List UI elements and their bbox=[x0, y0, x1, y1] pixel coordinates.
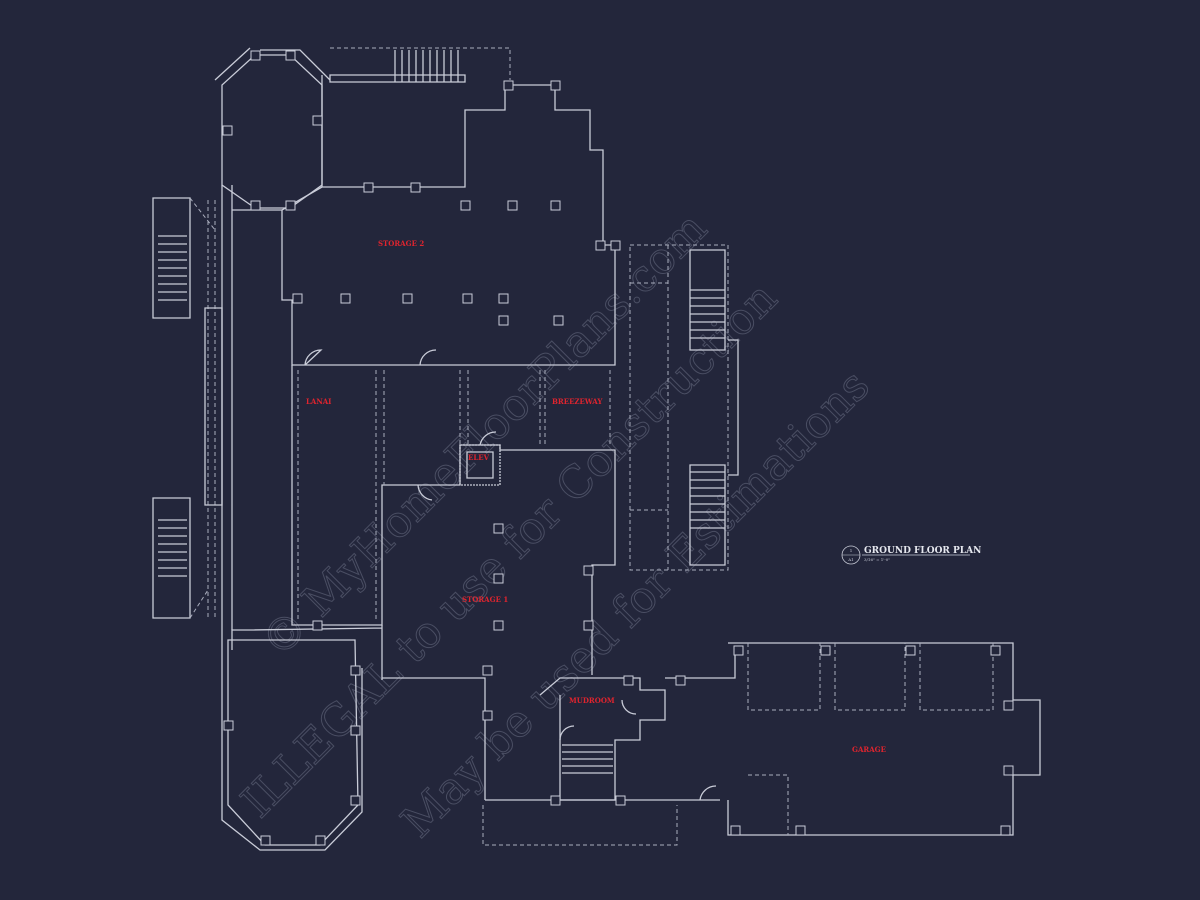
column bbox=[595, 240, 606, 251]
column bbox=[312, 115, 323, 126]
room-label-elev: ELEV bbox=[468, 453, 490, 462]
column bbox=[462, 293, 473, 304]
column bbox=[223, 720, 234, 731]
column bbox=[503, 80, 514, 91]
column bbox=[493, 573, 504, 584]
column bbox=[905, 645, 916, 656]
column bbox=[550, 80, 561, 91]
column bbox=[350, 665, 361, 676]
room-label-mudroom: MUDROOM bbox=[569, 696, 615, 705]
watermark: © MyHomeFloorPlans.com ILLEGAL to use fo… bbox=[231, 202, 880, 848]
column bbox=[583, 565, 594, 576]
column bbox=[222, 125, 233, 136]
title-block: 1 A1 GROUND FLOOR PLAN 3/16" = 1'-0" bbox=[841, 545, 981, 565]
column bbox=[312, 620, 323, 631]
column bbox=[285, 50, 296, 61]
column bbox=[675, 675, 686, 686]
column bbox=[285, 200, 296, 211]
room-label-storage-2: STORAGE 2 bbox=[378, 239, 424, 248]
column bbox=[1003, 765, 1014, 776]
column bbox=[482, 665, 493, 676]
column bbox=[498, 293, 509, 304]
column bbox=[402, 293, 413, 304]
column bbox=[550, 795, 561, 806]
room-label-garage: GARAGE bbox=[852, 745, 886, 754]
drawing-scale: 3/16" = 1'-0" bbox=[864, 557, 890, 562]
column bbox=[730, 825, 741, 836]
column bbox=[250, 50, 261, 61]
column bbox=[623, 675, 634, 686]
column bbox=[260, 835, 271, 846]
room-labels: STORAGE 2 LANAI BREEZEWAY ELEV STORAGE 1… bbox=[306, 239, 886, 754]
column bbox=[460, 200, 471, 211]
column bbox=[493, 523, 504, 534]
column bbox=[498, 315, 509, 326]
column bbox=[340, 293, 351, 304]
column bbox=[820, 645, 831, 656]
column bbox=[583, 620, 594, 631]
doors bbox=[304, 349, 717, 801]
column bbox=[615, 795, 626, 806]
column bbox=[553, 315, 564, 326]
column bbox=[410, 182, 421, 193]
column bbox=[1003, 700, 1014, 711]
column bbox=[1000, 825, 1011, 836]
column bbox=[250, 200, 261, 211]
column bbox=[493, 620, 504, 631]
walls bbox=[152, 47, 1041, 851]
column bbox=[507, 200, 518, 211]
room-label-lanai: LANAI bbox=[306, 397, 331, 406]
drawing-number: 1 bbox=[850, 548, 853, 553]
column bbox=[482, 710, 493, 721]
column bbox=[350, 795, 361, 806]
sheet-number: A1 bbox=[847, 557, 853, 562]
drawing-title: GROUND FLOOR PLAN bbox=[864, 546, 981, 556]
column bbox=[550, 200, 561, 211]
column bbox=[363, 182, 374, 193]
column bbox=[292, 293, 303, 304]
column bbox=[990, 645, 1001, 656]
column bbox=[350, 725, 361, 736]
column bbox=[610, 240, 621, 251]
column bbox=[315, 835, 326, 846]
column bbox=[733, 645, 744, 656]
column bbox=[795, 825, 806, 836]
columns bbox=[222, 50, 1014, 846]
room-label-storage-1: STORAGE 1 bbox=[462, 595, 508, 604]
room-label-breezeway: BREEZEWAY bbox=[552, 397, 603, 406]
